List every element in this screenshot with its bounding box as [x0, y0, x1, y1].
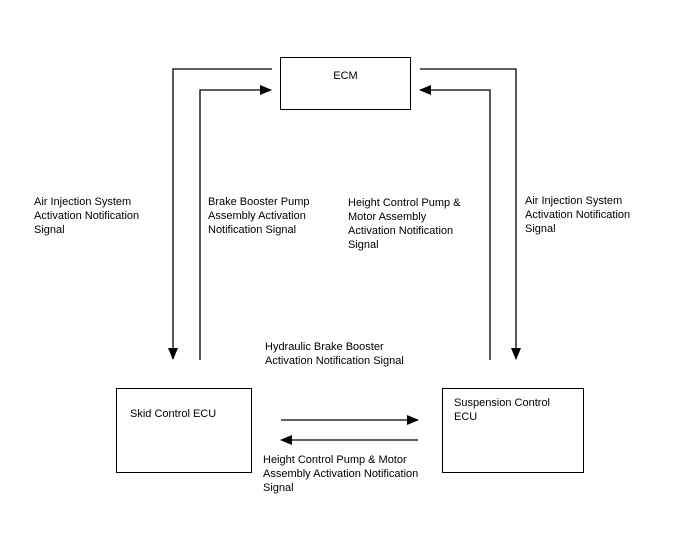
signal-label-height-control-top: Height Control Pump & Motor Assembly Act…: [348, 197, 461, 251]
skid-control-ecu-box: Skid Control ECU: [116, 388, 252, 473]
signal-label-brake-booster-pump: Brake Booster Pump Assembly Activation N…: [208, 196, 310, 236]
arrow-brake-booster-pump: [199, 85, 272, 360]
signal-label-air-injection-left: Air Injection System Activation Notifica…: [34, 196, 140, 236]
skid-control-ecu-label: Skid Control ECU: [130, 408, 217, 420]
arrow-air-injection-right: [420, 68, 521, 360]
suspension-control-ecu-label: Suspension Control ECU: [454, 397, 551, 423]
suspension-control-ecu-box: Suspension Control ECU: [442, 388, 584, 473]
signal-label-height-control-bottom: Height Control Pump & Motor Assembly Act…: [263, 454, 419, 494]
ecm-label: ECM: [333, 70, 358, 82]
arrow-air-injection-left: [168, 68, 272, 360]
arrow-height-control-top: [419, 85, 491, 360]
ecm-box: ECM: [280, 57, 411, 110]
signal-label-hydraulic-brake-booster: Hydraulic Brake Booster Activation Notif…: [265, 341, 404, 367]
signal-label-air-injection-right: Air Injection System Activation Notifica…: [525, 195, 631, 235]
